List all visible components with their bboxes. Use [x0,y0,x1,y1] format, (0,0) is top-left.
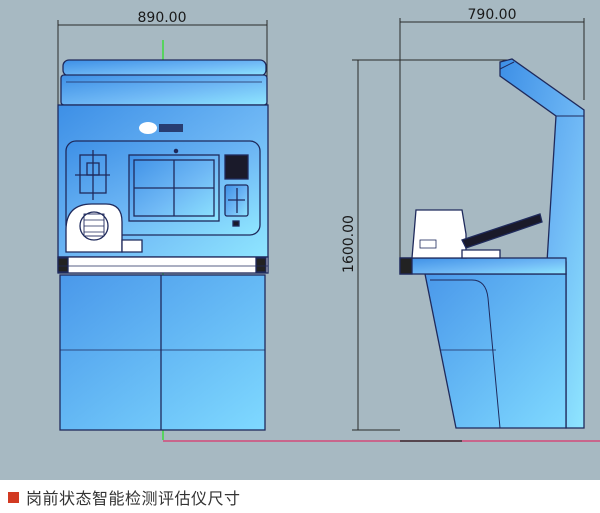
caption-text: 岗前状态智能检测评估仪尺寸 [26,489,241,508]
side-view: 790.00 1600.00 [341,7,585,431]
front-top-cap [62,59,267,77]
camera-module [224,154,249,180]
front-view: 890.00 [57,10,269,431]
brand-logo [139,122,183,134]
side-desk-base [424,273,567,429]
card-reader-module [75,150,110,200]
side-sensor-module [411,209,501,259]
front-header-panel [60,74,268,106]
side-desk-top [399,257,567,275]
caption-marker [8,491,19,503]
keypad-module [224,184,249,217]
caption: 岗前状态智能检测评估仪尺寸 [8,486,241,508]
side-keyboard-arm [461,213,543,249]
front-width-label: 890.00 [138,10,187,26]
side-height-dimension: 1600.00 [341,59,510,431]
front-desk-shelf [57,256,269,274]
front-lower-cabinet [59,274,266,431]
side-depth-label: 790.00 [468,7,517,23]
cad-viewport: 890.00 [0,0,600,480]
indicator-light [232,220,240,227]
side-depth-dimension: 790.00 [399,7,585,260]
sensor-fan-module [65,203,143,253]
side-height-label: 1600.00 [341,215,357,273]
display-screen [128,148,220,222]
technical-drawing: 890.00 [57,7,600,442]
